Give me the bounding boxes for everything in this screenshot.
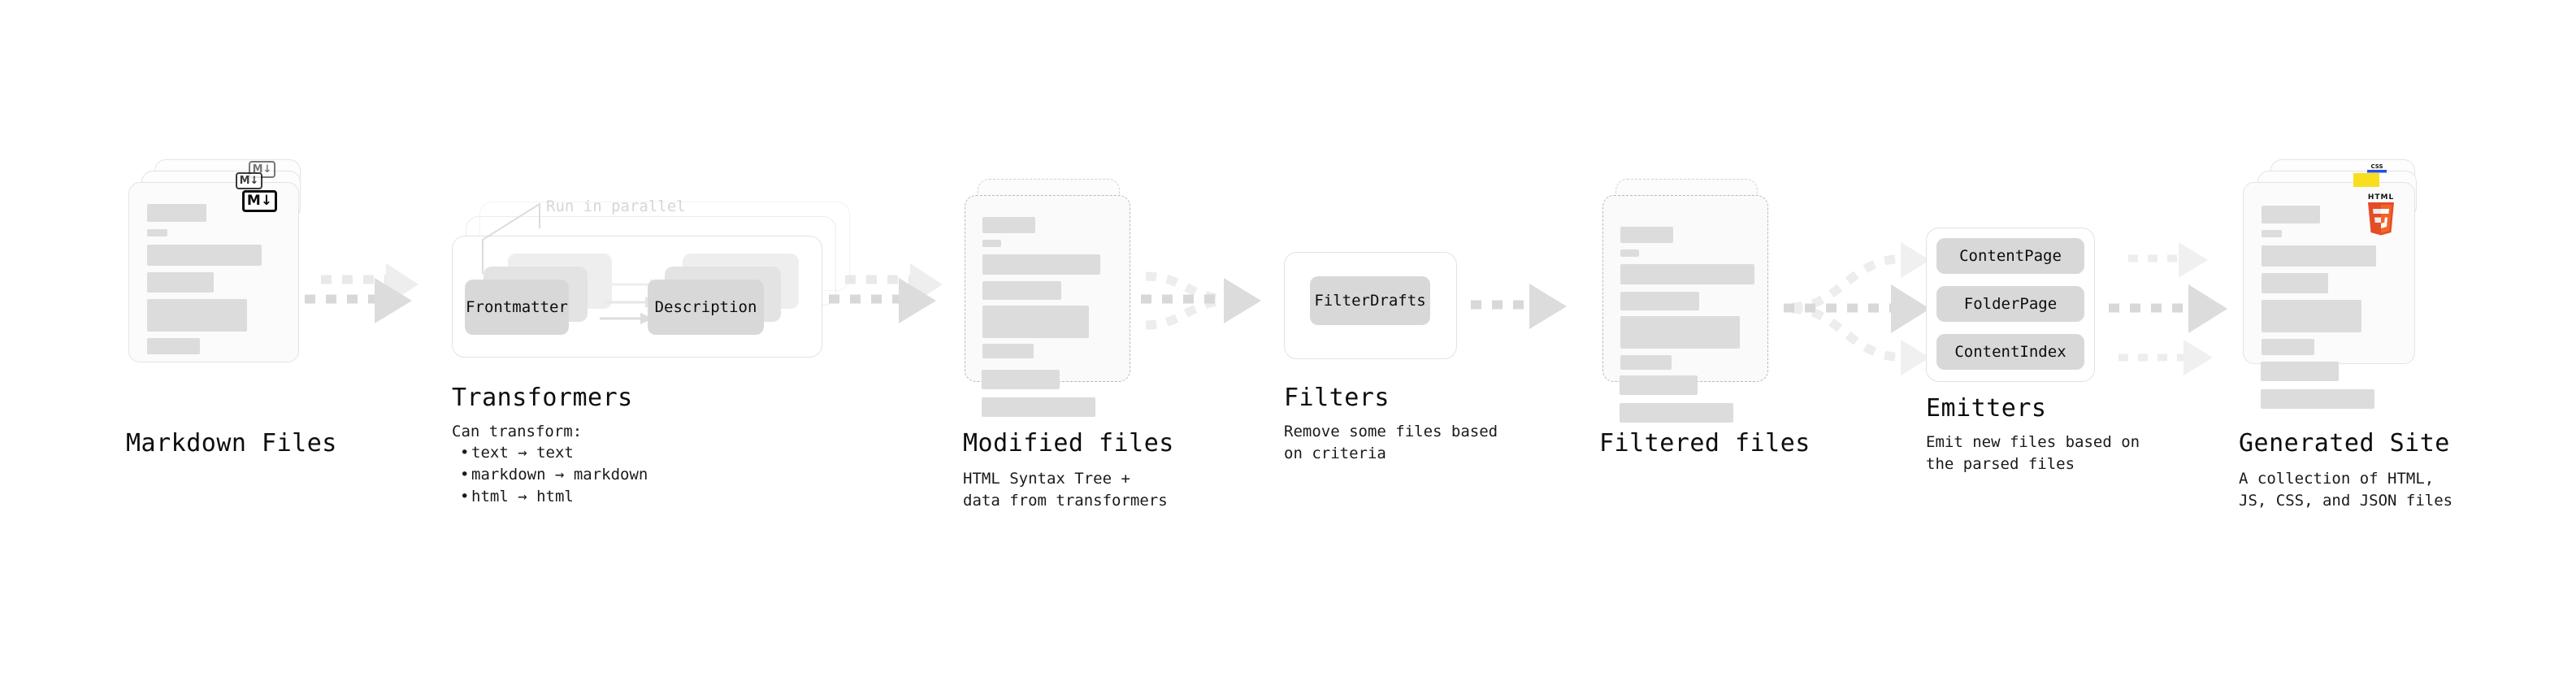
transformers-desc-lead: Can transform: bbox=[452, 423, 583, 440]
arrow-modified-to-filters bbox=[1141, 271, 1261, 330]
svg-text:HTML: HTML bbox=[2368, 193, 2394, 202]
transformers-bullet-1: markdown → markdown bbox=[457, 464, 648, 486]
arrow-markdown-to-transformers bbox=[305, 263, 418, 323]
modified-card-bars bbox=[965, 195, 1130, 417]
stage-title-generated-site: Generated Site bbox=[2239, 429, 2450, 458]
arrow-emitters-to-site bbox=[2109, 242, 2227, 375]
run-in-parallel-annotation: Run in parallel bbox=[546, 197, 686, 215]
stage-title-markdown-files: Markdown Files bbox=[126, 429, 337, 458]
emitter-node-contentindex[interactable]: ContentIndex bbox=[1936, 334, 2084, 370]
arrow-filtered-to-emitters-split bbox=[1784, 242, 1930, 375]
stage-title-emitters: Emitters bbox=[1926, 394, 2047, 423]
filtered-card-bars bbox=[1602, 195, 1768, 423]
css3-icon: CSS bbox=[2367, 163, 2387, 173]
emitter-node-folderpage[interactable]: FolderPage bbox=[1936, 286, 2084, 322]
markdown-icon-back-1: M↓ bbox=[236, 172, 262, 189]
site-card-bars bbox=[2243, 182, 2415, 409]
modified-files-desc: HTML Syntax Tree + data from transformer… bbox=[963, 470, 1168, 510]
markdown-card-front bbox=[128, 182, 299, 362]
filtered-card-front bbox=[1602, 195, 1768, 382]
arrow-filters-to-filtered bbox=[1471, 284, 1567, 329]
stage-title-transformers: Transformers bbox=[452, 384, 633, 412]
filters-desc: Remove some files based on criteria bbox=[1284, 423, 1498, 462]
transformers-bullet-0: text → text bbox=[457, 442, 648, 464]
stage-title-filtered-files: Filtered files bbox=[1599, 429, 1811, 458]
arrow-transformers-to-modified bbox=[829, 263, 943, 323]
js-icon bbox=[2353, 173, 2379, 187]
generated-site-desc: A collection of HTML, JS, CSS, and JSON … bbox=[2239, 470, 2453, 510]
transformers-bullet-2: html → html bbox=[457, 486, 648, 508]
markdown-icon: M↓ bbox=[242, 190, 277, 212]
html5-icon: HTML bbox=[2368, 193, 2394, 236]
transformer-node-description[interactable]: Description bbox=[648, 280, 764, 335]
run-in-parallel-leader bbox=[482, 202, 540, 274]
markdown-card-bars bbox=[128, 182, 299, 362]
emitter-node-contentpage[interactable]: ContentPage bbox=[1936, 238, 2084, 274]
stage-title-modified-files: Modified files bbox=[963, 429, 1174, 458]
stage-title-filters: Filters bbox=[1284, 384, 1390, 412]
transformer-node-frontmatter[interactable]: Frontmatter bbox=[465, 280, 569, 335]
svg-text:CSS: CSS bbox=[2370, 163, 2383, 170]
emitters-desc: Emit new files based on the parsed files bbox=[1926, 433, 2140, 473]
modified-card-front bbox=[965, 195, 1130, 382]
filter-node-filterdrafts[interactable]: FilterDrafts bbox=[1310, 276, 1430, 325]
transformers-bullet-list: text → text markdown → markdown html → h… bbox=[457, 442, 648, 508]
